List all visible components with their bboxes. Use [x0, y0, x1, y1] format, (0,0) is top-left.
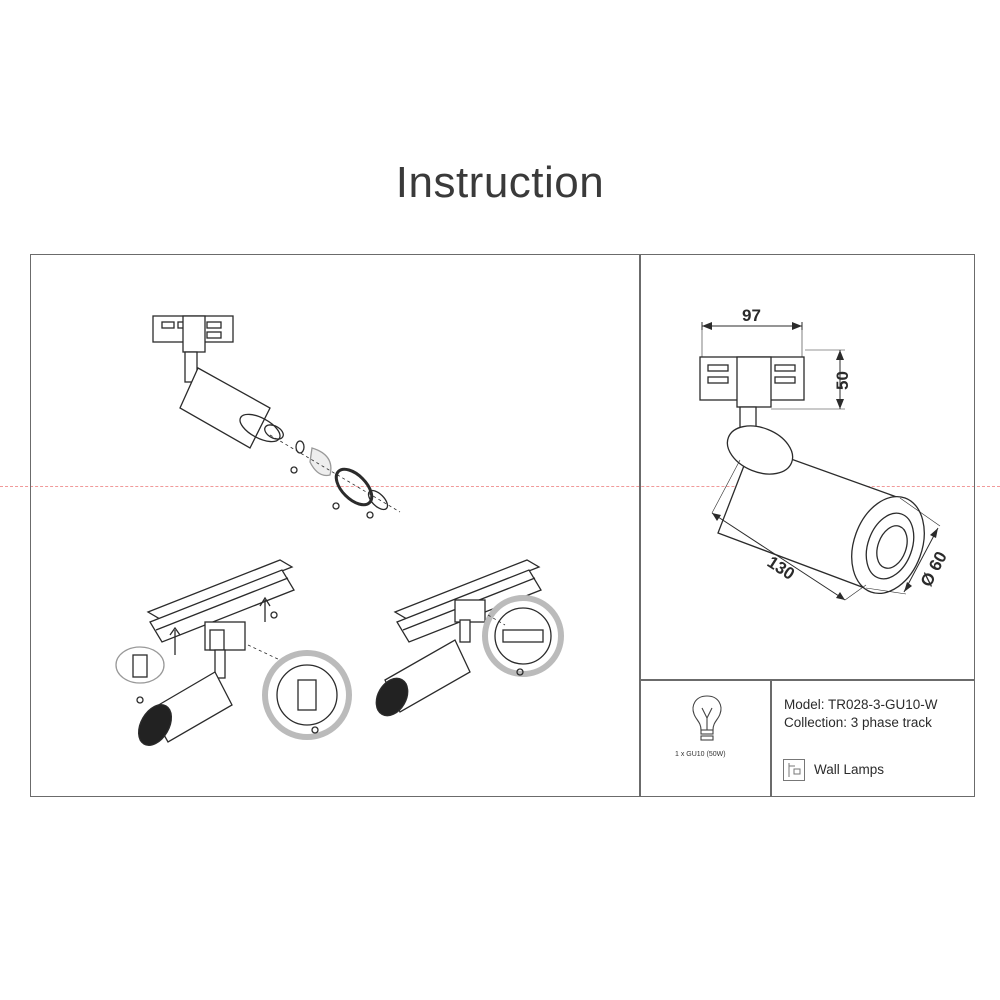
info-divider — [639, 679, 975, 681]
info-column-divider — [770, 679, 772, 797]
height-dimension-label: 50 — [833, 371, 852, 390]
install-step-two — [375, 559, 564, 717]
diameter-dimension-label: Ø 60 — [917, 548, 951, 589]
lightbulb-icon — [692, 695, 722, 741]
collection-label: Collection: 3 phase track — [784, 715, 932, 730]
width-dimension-label: 97 — [742, 306, 761, 325]
bulb-caption: 1 x GU10 (50W) — [675, 751, 726, 758]
instruction-sheet — [30, 254, 975, 797]
wall-lamp-glyph — [788, 763, 801, 777]
guide-line — [0, 486, 1000, 487]
install-step-one — [115, 559, 352, 746]
panel-divider — [639, 254, 641, 797]
page-title: Instruction — [395, 158, 605, 207]
wall-lamp-icon — [783, 759, 805, 781]
exploded-lamp — [152, 315, 401, 519]
model-label: Model: TR028-3-GU10-W — [784, 697, 938, 712]
category-label: Wall Lamps — [814, 762, 885, 777]
category-row: Wall Lamps — [783, 759, 884, 781]
